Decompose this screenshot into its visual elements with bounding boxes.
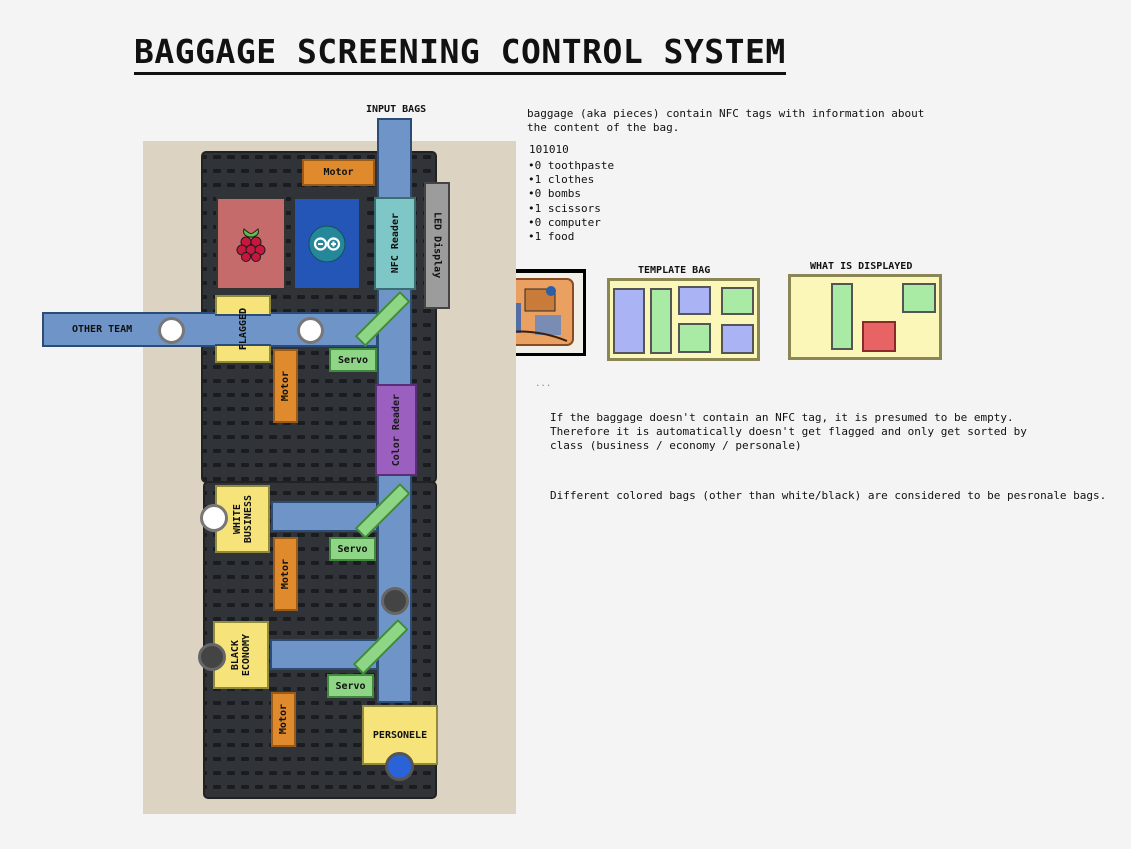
note-empty-bag: If the baggage doesn't contain an NFC ta… [550,411,1027,452]
arduino [293,197,361,290]
white-bag-icon [200,504,228,532]
template-item [613,288,645,354]
template-item [678,286,711,315]
led-display: LED Display [424,182,450,309]
displayed-flagged-item [862,321,896,352]
template-bag-panel [607,278,760,361]
motor: Motor [273,349,298,423]
arduino-icon [308,225,346,262]
template-item [721,287,754,315]
raspberry-pi [216,197,286,290]
contents-list: 0 toothpaste 1 clothes 0 bombs 1 scissor… [528,159,614,244]
flagged-lane [215,314,271,346]
black-bag-icon [198,643,226,671]
servo: Servo [329,537,376,561]
list-item: 0 bombs [528,187,614,201]
servo: Servo [329,348,377,372]
white-bag-icon [297,317,324,344]
page-title: BAGGAGE SCREENING CONTROL SYSTEM [134,34,786,75]
displayed-item [902,283,936,313]
nfc-reader: NFC Reader [374,197,416,290]
white-bag-icon [158,317,185,344]
displayed-item [831,283,853,350]
color-reader: Color Reader [375,384,417,476]
list-item: 0 toothpaste [528,159,614,173]
note-colored-bags: Different colored bags (other than white… [550,489,1107,502]
ellipsis: ... [535,379,552,389]
colored-bag-icon [385,752,414,781]
list-item: 0 computer [528,216,614,230]
motor: Motor [271,692,296,747]
servo: Servo [327,674,374,698]
black-bag-icon [381,587,409,615]
template-bag-label: TEMPLATE BAG [638,265,711,276]
input-bags-label: INPUT BAGS [366,104,427,115]
template-item [678,323,711,353]
template-item [650,288,672,354]
displayed-panel [788,274,942,360]
list-item: 1 scissors [528,202,614,216]
other-team-conveyor: OTHER TEAM [42,312,378,347]
intro-note: baggage (aka pieces) contain NFC tags wi… [527,107,925,134]
motor: Motor [273,537,298,611]
displayed-label: WHAT IS DISPLAYED [810,261,913,272]
raspberry-pi-icon [236,227,266,262]
motor: Motor [302,159,375,186]
list-item: 1 clothes [528,173,614,187]
nfc-code: 101010 [529,143,569,156]
flagged-text-overlay: FLAGGED [237,307,249,351]
template-item [721,324,754,354]
list-item: 1 food [528,230,614,244]
